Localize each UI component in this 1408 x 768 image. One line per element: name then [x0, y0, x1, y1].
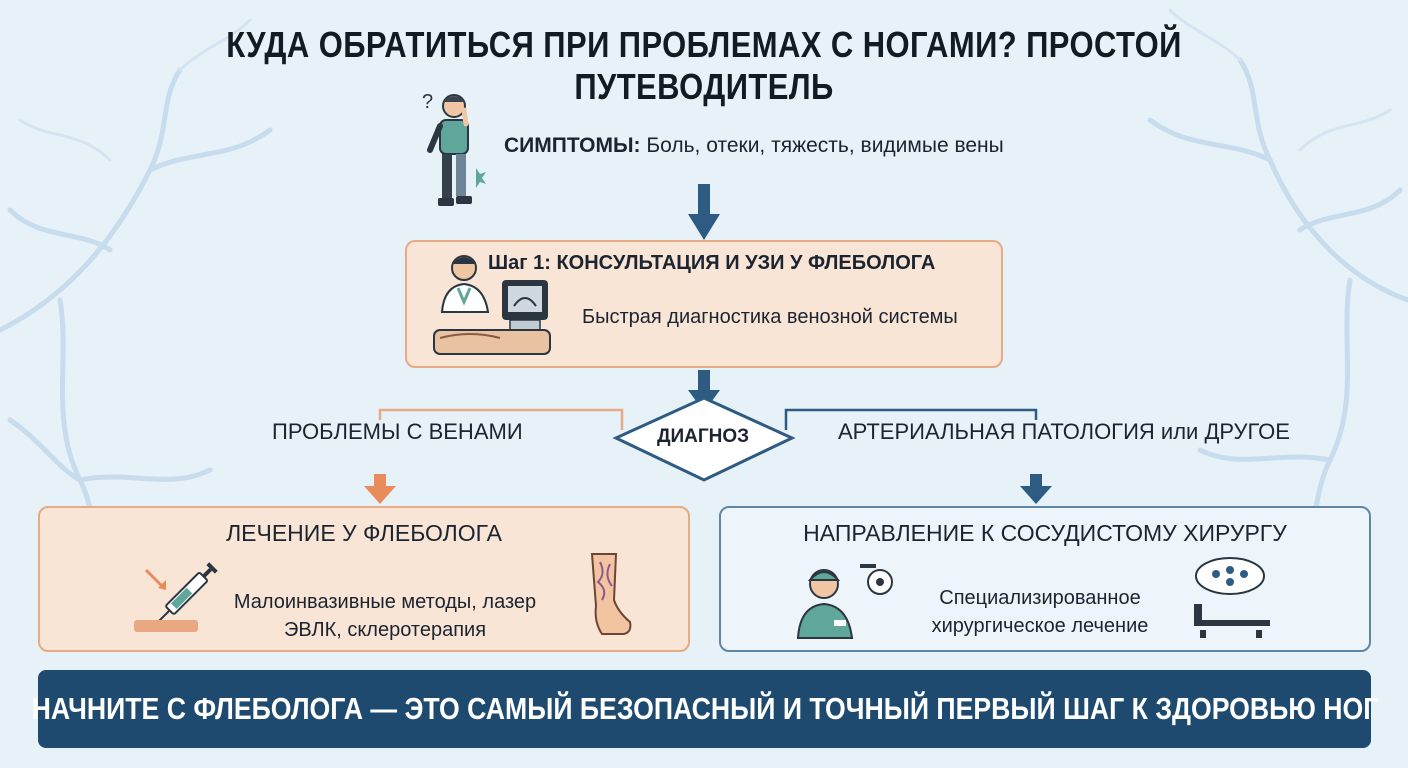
vascular-surgeon-text: Специализированное хирургическое лечение — [880, 584, 1200, 640]
treatment-line-1: Малоинвазивные методы, лазер — [233, 591, 537, 613]
treatment-line-2: ЭВЛК, склеротерапия — [283, 619, 487, 641]
step1-subtitle: Быстрая диагностика венозной системы — [582, 306, 958, 328]
syringe-icon — [134, 562, 218, 632]
symptoms-label: СИМПТОМЫ: — [504, 134, 641, 157]
surgeon-icon — [796, 564, 893, 639]
operating-table-icon — [1194, 604, 1270, 638]
surgical-lamp-icon — [1194, 557, 1270, 638]
symptoms-text: Боль, отеки, тяжесть, видимые вены — [640, 134, 1004, 157]
arrow-to-left-box — [364, 474, 396, 504]
doctor-ultrasound-icon — [433, 255, 551, 355]
leg-veins-icon — [590, 553, 632, 635]
phlebologist-treatment-title: ЛЕЧЕНИЕ У ФЛЕБОЛОГА — [226, 520, 502, 546]
branch-arterial-label: АРТЕРИАЛЬНАЯ ПАТОЛОГИЯ или ДРУГОЕ — [838, 419, 1290, 444]
surgery-line-2: хирургическое лечение — [931, 615, 1149, 637]
arrow-to-step1 — [688, 184, 720, 240]
page-title: КУДА ОБРАТИТЬСЯ ПРИ ПРОБЛЕМАХ С НОГАМИ? … — [226, 24, 1182, 107]
vascular-surgeon-title: НАПРАВЛЕНИЕ К СОСУДИСТОМУ ХИРУРГУ — [803, 520, 1287, 546]
surgery-line-1: Специализированное — [939, 587, 1141, 609]
connector-right — [784, 408, 1038, 430]
diagnosis-diamond — [612, 396, 796, 482]
diagnosis-label: ДИАГНОЗ — [656, 426, 750, 447]
phlebologist-treatment-text: Малоинвазивные методы, лазер ЭВЛК, склер… — [200, 588, 570, 644]
question-mark: ? — [422, 91, 433, 113]
surgical-lamp-small-icon — [860, 564, 893, 595]
symptoms-line: СИМПТОМЫ: Боль, отеки, тяжесть, видимые … — [504, 134, 1004, 158]
banner-text: НАЧНИТЕ С ФЛЕБОЛОГА — ЭТО САМЫЙ БЕЗОПАСН… — [31, 691, 1378, 726]
step1-title: Шаг 1: КОНСУЛЬТАЦИЯ И УЗИ У ФЛЕБОЛОГА — [488, 252, 936, 274]
connector-left — [378, 408, 624, 430]
worried-person-icon: ? — [422, 91, 486, 206]
branch-veins-label: ПРОБЛЕМЫ С ВЕНАМИ — [272, 419, 523, 444]
arrow-to-right-box — [1020, 474, 1052, 504]
bottom-banner: НАЧНИТЕ С ФЛЕБОЛОГА — ЭТО САМЫЙ БЕЗОПАСН… — [31, 670, 1378, 748]
